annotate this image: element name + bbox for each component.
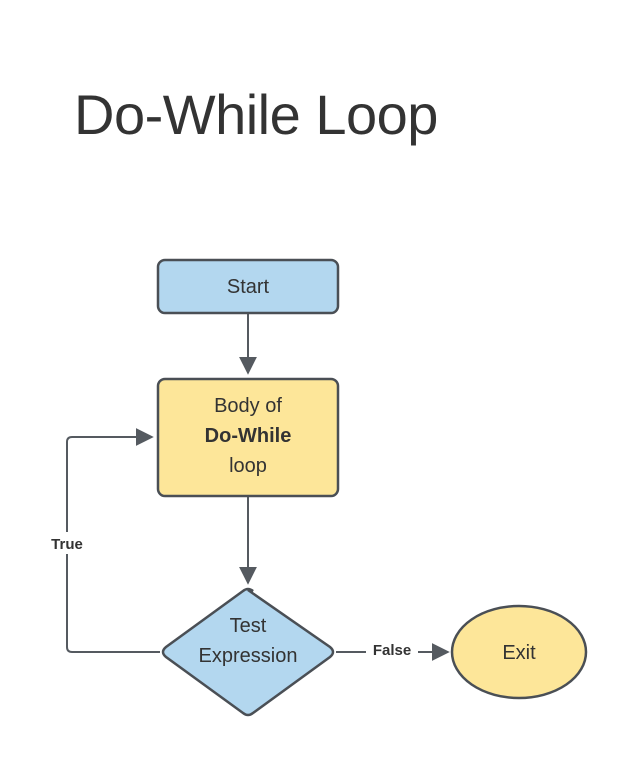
- body-label-line2: Do-While: [205, 425, 292, 447]
- exit-node: Exit: [450, 604, 588, 700]
- exit-label: Exit: [502, 642, 536, 664]
- test-expression-node: Test Expression: [161, 587, 335, 717]
- true-label: True: [51, 536, 83, 553]
- test-label-line2: Expression: [199, 645, 298, 667]
- page-title: Do-While Loop: [74, 83, 438, 146]
- start-node: Start: [156, 258, 340, 315]
- body-label-line3: loop: [229, 455, 267, 477]
- body-node: Body of Do-While loop: [156, 377, 340, 498]
- start-label: Start: [227, 276, 270, 298]
- false-label: False: [373, 642, 411, 659]
- test-label-line1: Test: [230, 615, 267, 637]
- body-label-line1: Body of: [214, 395, 282, 417]
